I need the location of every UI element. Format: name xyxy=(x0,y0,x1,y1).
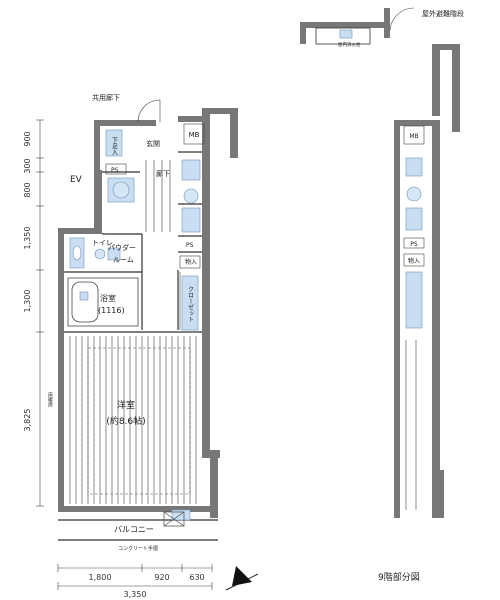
dim-v-1: 900 xyxy=(23,131,32,146)
ev-label: EV xyxy=(70,175,83,185)
floor-heating-label: 床暖房 xyxy=(47,391,53,408)
dim-h-3: 630 xyxy=(189,573,204,582)
ps-label-1: PS xyxy=(111,167,119,174)
ninth-floor-partial-plan xyxy=(300,7,460,518)
washitsu-label: 洋室 xyxy=(117,399,135,411)
shoe-box-label: 下足入 xyxy=(111,137,118,155)
vertical-dimensions: 900 300 800 1,350 1,300 3,825 xyxy=(23,119,44,507)
dim-v-3: 800 xyxy=(23,182,32,197)
mb-label: MB xyxy=(189,131,200,139)
door-swing-icon xyxy=(137,99,161,123)
horizontal-dimensions: 1,800 920 630 3,350 xyxy=(57,564,213,599)
storage-right-label: 物入 xyxy=(408,257,420,265)
ps-right-label: PS xyxy=(410,241,418,248)
powder-room-label-1: パウダー xyxy=(108,243,136,252)
dim-v-4: 1,350 xyxy=(23,227,32,250)
closet-label: クローゼット xyxy=(187,286,194,322)
mb-right-label: MB xyxy=(409,133,418,140)
dim-v-2: 300 xyxy=(23,158,32,173)
bathtub-icon xyxy=(67,277,139,327)
balcony-label: バルコニー xyxy=(114,525,154,534)
bath-label: 浴室 xyxy=(100,293,116,303)
toilet-label: トイレ xyxy=(92,239,113,247)
dim-total: 3,350 xyxy=(124,590,147,599)
powder-room-label-2: ルーム xyxy=(113,256,134,264)
bath-size-label: (1116) xyxy=(98,306,125,315)
main-unit-plan xyxy=(58,99,238,541)
fire-extinguisher-label: 屋内消火栓 xyxy=(338,41,361,48)
entrance-label: 玄関 xyxy=(146,139,160,148)
dim-v-6: 3,825 xyxy=(23,409,32,432)
dim-h-2: 920 xyxy=(154,573,169,582)
ps-label-2: PS xyxy=(186,242,194,249)
hallway-label: 廊下 xyxy=(156,169,170,178)
washitsu-size-label: (約8.6帖) xyxy=(106,415,145,427)
ninth-floor-note: 9階部分図 xyxy=(378,571,420,583)
washbasin-icon xyxy=(69,237,85,269)
common-corridor-label: 共用廊下 xyxy=(92,93,120,102)
compass-icon xyxy=(225,566,259,591)
concrete-railing-label: コンクリート手摺 xyxy=(118,545,158,552)
toilet-icon xyxy=(94,247,121,261)
dim-h-1: 1,800 xyxy=(89,573,112,582)
storage-label: 物入 xyxy=(185,258,197,266)
shoe-box xyxy=(105,129,123,157)
fire-escape-label: 屋外避難階段 xyxy=(422,9,464,18)
dim-v-5: 1,300 xyxy=(23,290,32,313)
